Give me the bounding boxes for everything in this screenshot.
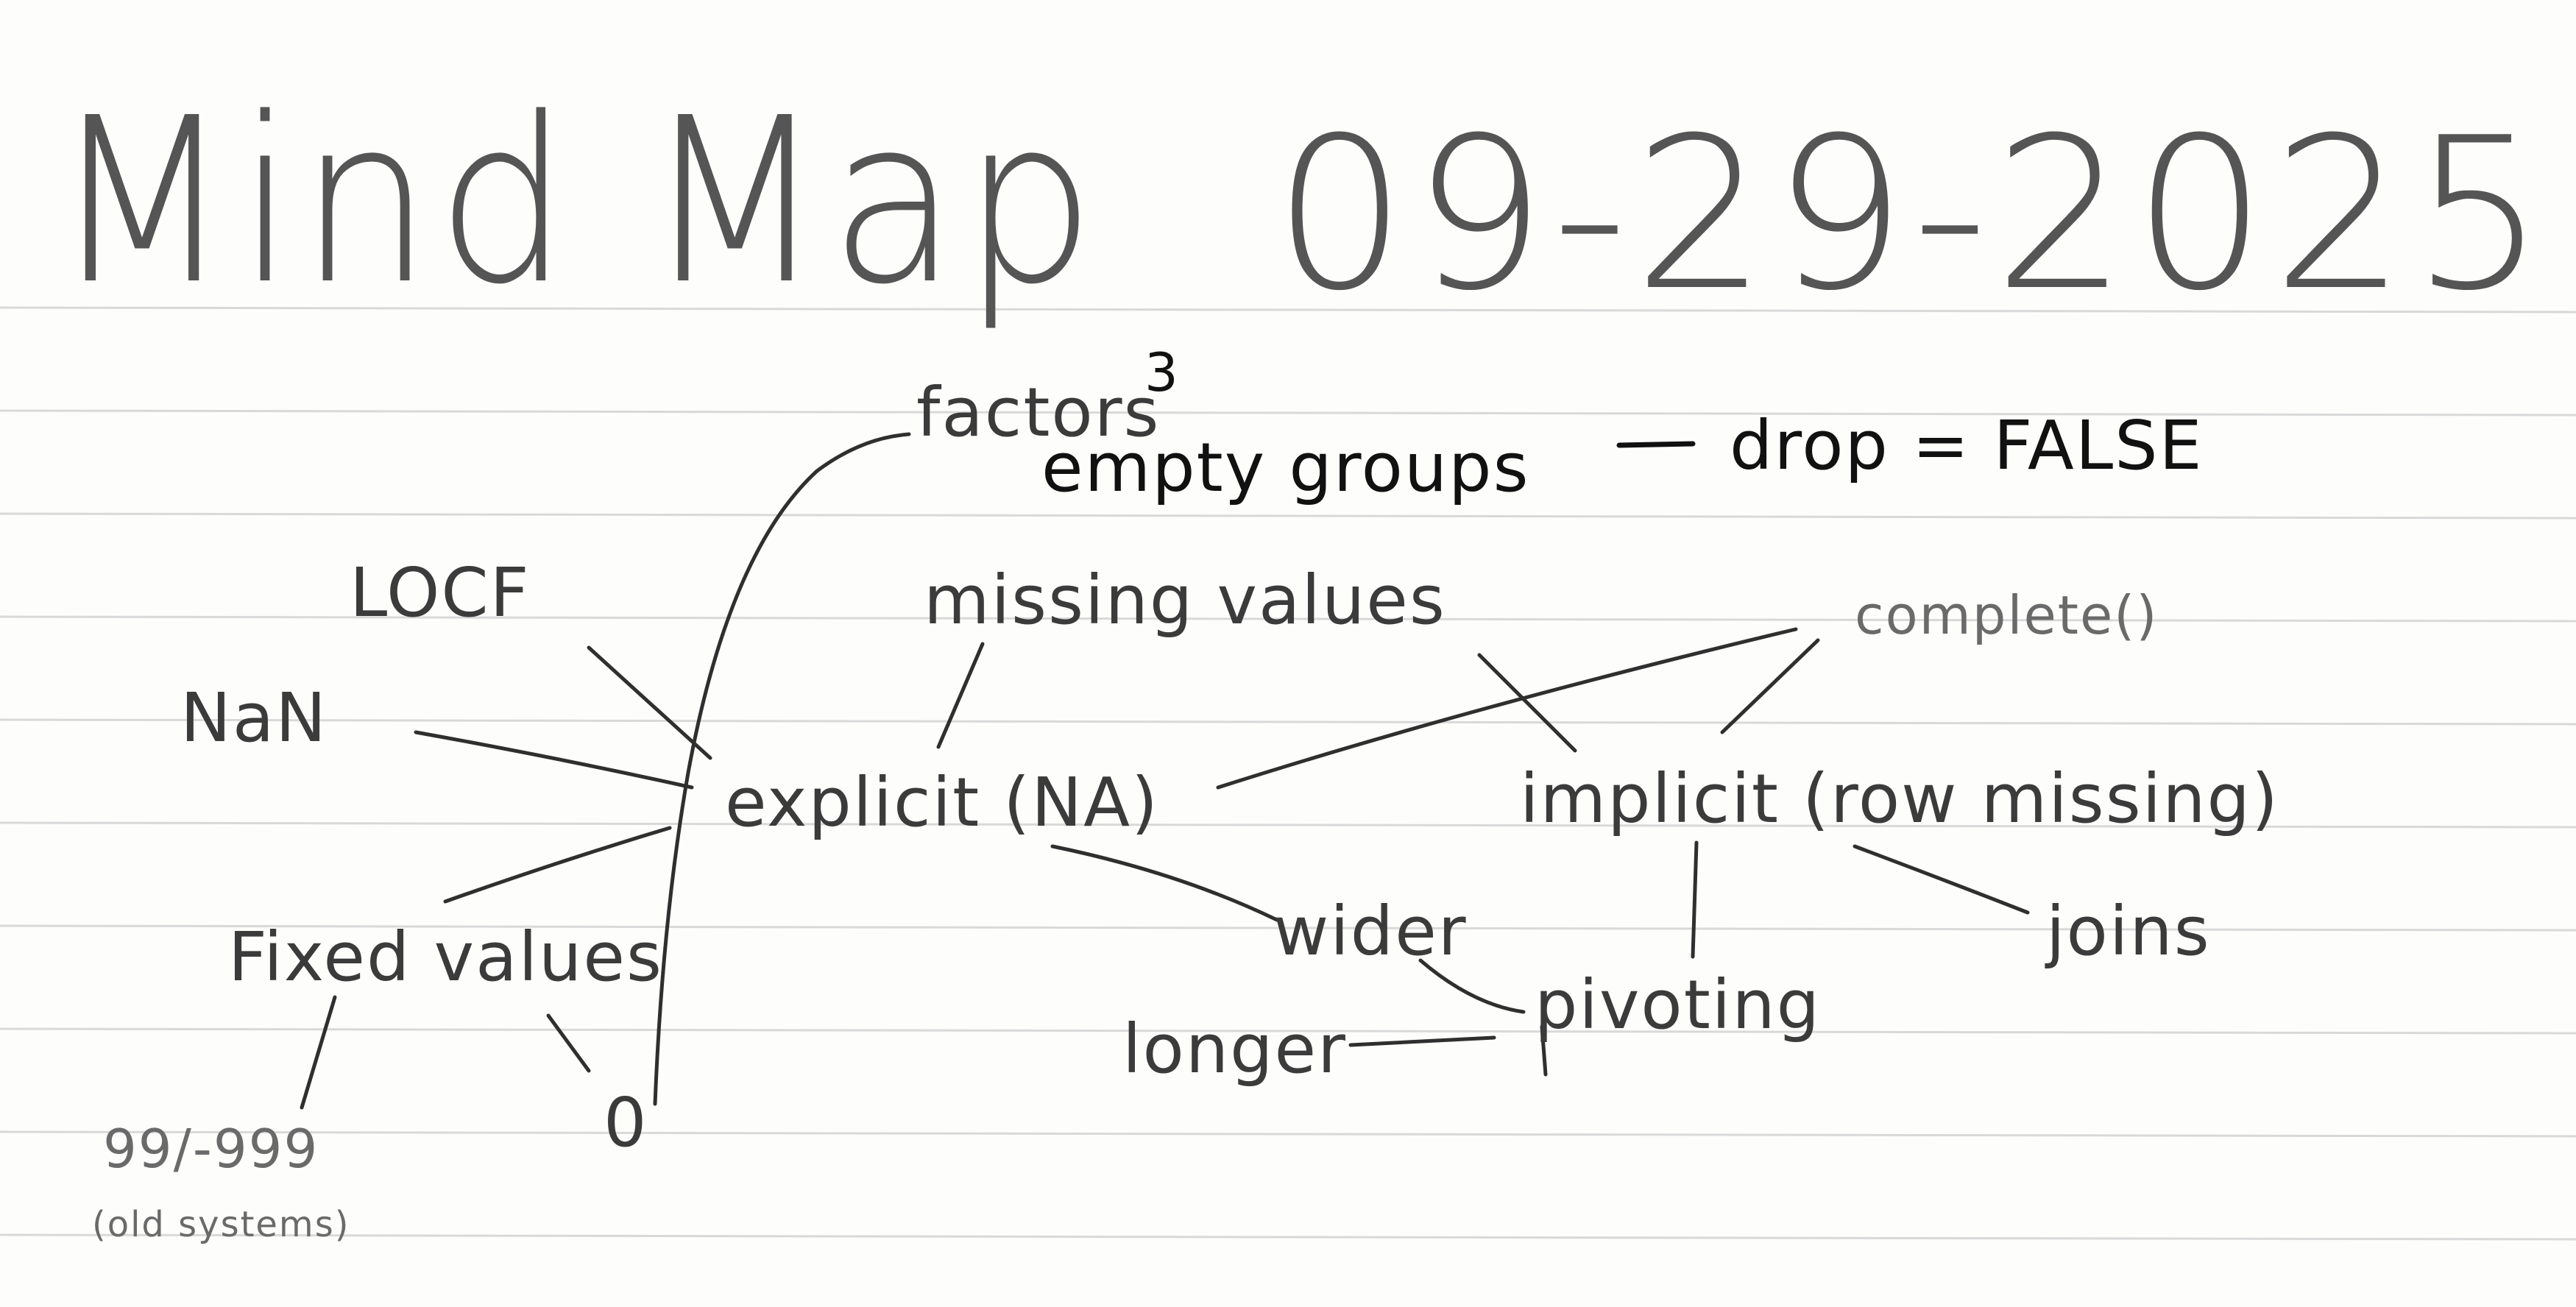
node-old-systems: (old systems): [92, 1204, 350, 1245]
node-fixed-values: Fixed values: [228, 918, 663, 996]
edge-fixed-explicit: [443, 826, 672, 904]
edge-missing-explicit: [936, 642, 985, 749]
ruled-lines: [0, 306, 2576, 1241]
rule-line: [0, 1233, 2576, 1241]
node-wider: wider: [1273, 892, 1468, 971]
edge-zero-factors: [653, 432, 911, 1106]
rule-line: [0, 1130, 2576, 1138]
page-title: Mind Map: [52, 69, 1100, 335]
node-explicit: explicit (NA): [725, 763, 1159, 842]
rule-line: [0, 306, 2576, 314]
edge-implicit-joins: [1853, 844, 2030, 915]
node-complete: complete(): [1855, 584, 2159, 646]
edge-fixed-sentinel: [300, 995, 337, 1110]
node-factors: factors: [916, 373, 1161, 452]
rule-line: [0, 512, 2576, 520]
edge-locf-explicit: [587, 645, 712, 760]
node-locf: LOCF: [350, 553, 531, 632]
node-zero: 0: [604, 1083, 648, 1162]
rule-line: [0, 718, 2576, 726]
node-factors-count: 3: [1144, 341, 1180, 403]
node-missing-values: missing values: [924, 561, 1446, 640]
node-longer: longer: [1122, 1010, 1347, 1088]
node-empty-groups: empty groups: [1041, 428, 1530, 507]
node-sentinel-values: 99/-999: [103, 1118, 319, 1180]
edge-empty-groups-drop: [1616, 441, 1696, 448]
node-nan: NaN: [180, 679, 328, 757]
node-drop-false: drop = FALSE: [1730, 406, 2204, 485]
rule-line: [0, 409, 2576, 417]
edge-explicit-complete: [1216, 627, 1798, 790]
edge-explicit-wider: [1050, 844, 1279, 922]
node-joins: joins: [2046, 892, 2211, 971]
edge-nan-explicit: [414, 730, 694, 790]
rule-line: [0, 615, 2576, 623]
edge-longer-pivoting: [1348, 1035, 1496, 1047]
edge-wider-pivoting: [1418, 958, 1526, 1014]
rule-line: [0, 821, 2576, 829]
page-date: 09-29-2025: [1273, 93, 2552, 337]
edge-implicit-complete: [1720, 638, 1820, 734]
edge-fixed-zero: [546, 1013, 591, 1073]
edge-missing-implicit: [1477, 653, 1577, 753]
edge-implicit-pivoting: [1691, 840, 1699, 959]
rule-line: [0, 1027, 2576, 1035]
node-pivoting: pivoting: [1535, 966, 1822, 1044]
node-implicit: implicit (row missing): [1520, 759, 2279, 838]
connector-lines: [300, 432, 2030, 1110]
rule-line: [0, 924, 2576, 932]
edge-pivoting-down: [1540, 1024, 1548, 1077]
